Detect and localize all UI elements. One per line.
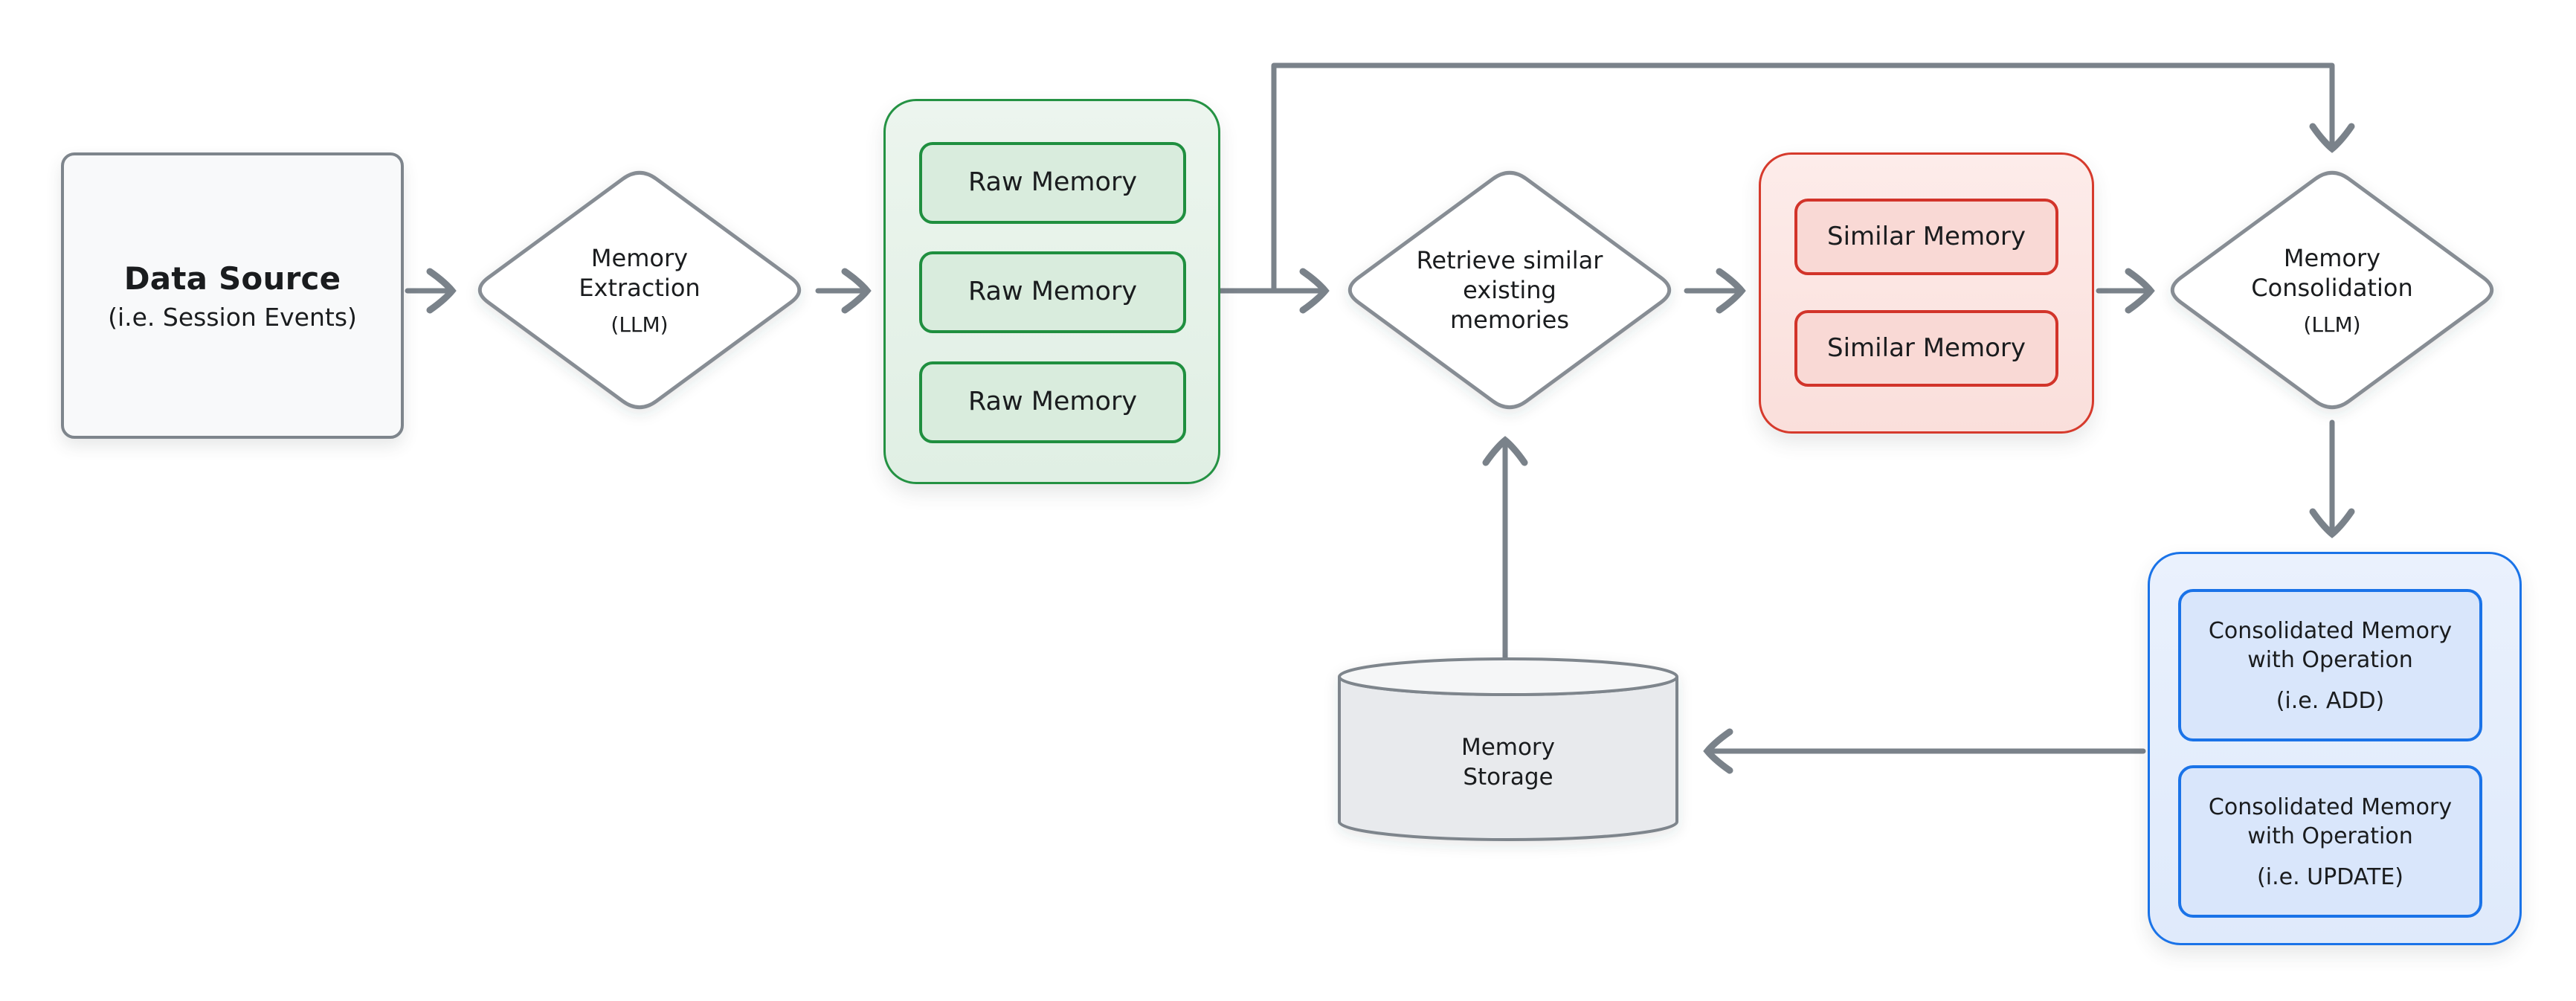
raw-memory-label: Raw Memory <box>967 277 1138 307</box>
raw-memory-chip: Raw Memory <box>919 142 1186 224</box>
consolidated-memory-line: with Operation <box>2247 646 2413 673</box>
memory-storage-line: Storage <box>1463 764 1553 791</box>
data-source-node: Data Source (i.e. Session Events) <box>61 152 404 439</box>
raw-memory-label: Raw Memory <box>967 387 1138 417</box>
consolidated-memory-line: with Operation <box>2247 823 2413 849</box>
raw-memories-container: Raw Memory Raw Memory Raw Memory <box>883 99 1220 484</box>
memory-storage-line: Memory <box>1461 734 1556 761</box>
data-source-subtitle: (i.e. Session Events) <box>108 302 357 332</box>
retrieve-label: Retrieve similar existing memories <box>1398 212 1621 368</box>
memory-consolidation-line: Memory <box>2283 243 2381 272</box>
consolidated-memory-chip: Consolidated Memory with Operation (i.e.… <box>2178 765 2482 918</box>
similar-memory-chip: Similar Memory <box>1794 310 2058 387</box>
raw-memory-chip: Raw Memory <box>919 251 1186 333</box>
retrieve-line: Retrieve similar <box>1416 246 1603 274</box>
raw-memory-chip: Raw Memory <box>919 361 1186 443</box>
similar-memory-label: Similar Memory <box>1827 222 2026 252</box>
raw-memory-label: Raw Memory <box>967 167 1138 198</box>
consolidated-memory-operation: (i.e. ADD) <box>2276 687 2385 714</box>
edge-rawmemories-to-consolidation-feedback <box>1271 62 2355 294</box>
consolidated-memories-container: Consolidated Memory with Operation (i.e.… <box>2148 552 2522 945</box>
similar-memories-container: Similar Memory Similar Memory <box>1759 152 2094 434</box>
consolidated-memory-operation: (i.e. UPDATE) <box>2257 863 2403 890</box>
consolidated-memory-chip: Consolidated Memory with Operation (i.e.… <box>2178 589 2482 741</box>
memory-storage-label: Memory Storage <box>1376 733 1640 793</box>
memory-extraction-line: Extraction <box>579 273 701 302</box>
memory-consolidation-line: Consolidation <box>2251 273 2413 302</box>
similar-memory-chip: Similar Memory <box>1794 199 2058 275</box>
memory-storage-cylinder <box>1338 657 1678 841</box>
consolidated-memory-line: Consolidated Memory <box>2208 617 2453 644</box>
retrieve-line: memories <box>1449 306 1569 334</box>
memory-consolidation-subtitle: (LLM) <box>2303 312 2361 337</box>
memory-extraction-line: Memory <box>590 243 689 272</box>
similar-memory-label: Similar Memory <box>1827 333 2026 364</box>
consolidated-memory-line: Consolidated Memory <box>2208 794 2453 820</box>
memory-consolidation-label: Memory Consolidation (LLM) <box>2221 212 2444 368</box>
memory-extraction-subtitle: (LLM) <box>611 312 669 337</box>
retrieve-line: existing <box>1463 276 1556 304</box>
memory-extraction-label: Memory Extraction (LLM) <box>528 212 751 368</box>
data-source-title: Data Source <box>123 260 341 297</box>
